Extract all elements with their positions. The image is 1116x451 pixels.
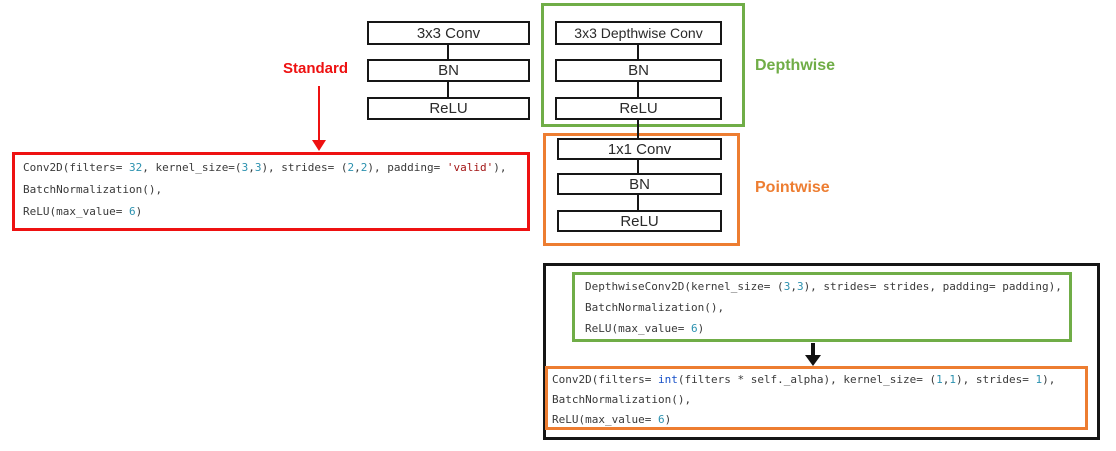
pointwise-bn-box: BN — [557, 173, 722, 195]
code-line: ReLU(max_value= 6) — [552, 413, 672, 426]
depthwise-label: Depthwise — [755, 57, 836, 74]
connector-line — [637, 160, 639, 173]
connector-line — [637, 82, 639, 97]
standard-relu-box: ReLU — [367, 97, 530, 120]
code-line: Conv2D(filters= int(filters * self._alph… — [552, 373, 1056, 386]
code-line: ReLU(max_value= 6) — [23, 205, 143, 218]
connector-line — [637, 120, 639, 139]
standard-conv-box: 3x3 Conv — [367, 21, 530, 45]
pointwise-conv-box: 1x1 Conv — [557, 138, 722, 160]
code-line: BatchNormalization(), — [23, 183, 163, 196]
depthwise-bn-box: BN — [555, 59, 722, 82]
code-line: DepthwiseConv2D(kernel_size= (3,3), stri… — [585, 280, 1062, 293]
depthwise-group-border — [541, 3, 745, 127]
code-line: BatchNormalization(), — [585, 301, 725, 314]
code-line: ReLU(max_value= 6) — [585, 322, 705, 335]
code-line: Conv2D(filters= 32, kernel_size=(3,3), s… — [23, 161, 507, 174]
pointwise-code-box: Conv2D(filters= int(filters * self._alph… — [545, 366, 1088, 430]
pointwise-group-border — [543, 133, 740, 246]
red-arrow-line — [318, 86, 320, 140]
connector-line — [637, 195, 639, 210]
connector-line — [447, 82, 449, 97]
standard-code-box: Conv2D(filters= 32, kernel_size=(3,3), s… — [12, 152, 530, 231]
separable-code-container — [543, 263, 1100, 440]
depthwise-conv-box: 3x3 Depthwise Conv — [555, 21, 722, 45]
standard-label: Standard — [283, 60, 349, 77]
code-line: BatchNormalization(), — [552, 393, 692, 406]
standard-bn-box: BN — [367, 59, 530, 82]
connector-line — [447, 45, 449, 59]
black-arrow-down-icon — [805, 355, 821, 366]
depthwise-relu-box: ReLU — [555, 97, 722, 120]
red-arrow-down-icon — [312, 140, 326, 151]
connector-line — [637, 45, 639, 59]
pointwise-label: Pointwise — [755, 179, 830, 196]
black-arrow-line — [811, 343, 815, 356]
pointwise-relu-box: ReLU — [557, 210, 722, 232]
depthwise-code-box: DepthwiseConv2D(kernel_size= (3,3), stri… — [572, 272, 1072, 342]
